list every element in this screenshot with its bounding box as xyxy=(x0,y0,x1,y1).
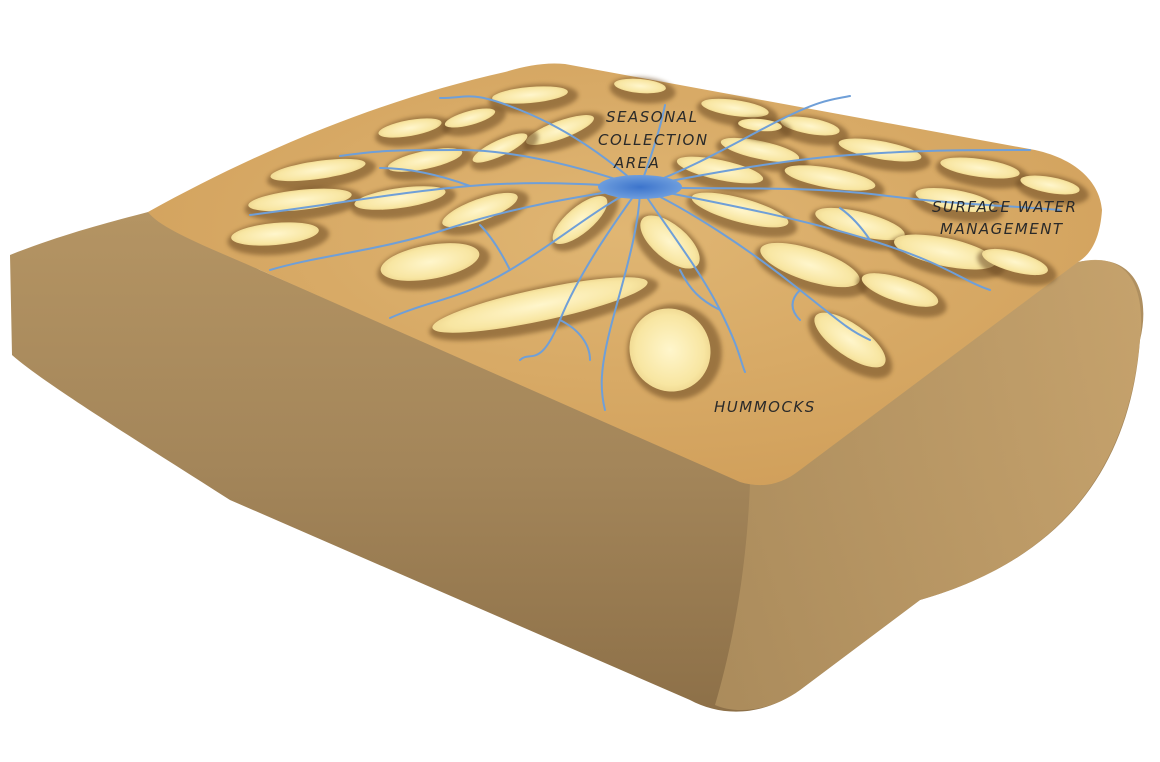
svg-text:MANAGEMENT: MANAGEMENT xyxy=(940,220,1064,238)
svg-text:AREA: AREA xyxy=(613,154,660,172)
label-hummocks: HUMMOCKS xyxy=(714,398,816,416)
svg-text:SURFACE WATER: SURFACE WATER xyxy=(932,198,1077,216)
svg-text:SEASONAL: SEASONAL xyxy=(606,108,698,126)
svg-text:COLLECTION: COLLECTION xyxy=(598,131,709,149)
collection-pond xyxy=(598,175,682,199)
